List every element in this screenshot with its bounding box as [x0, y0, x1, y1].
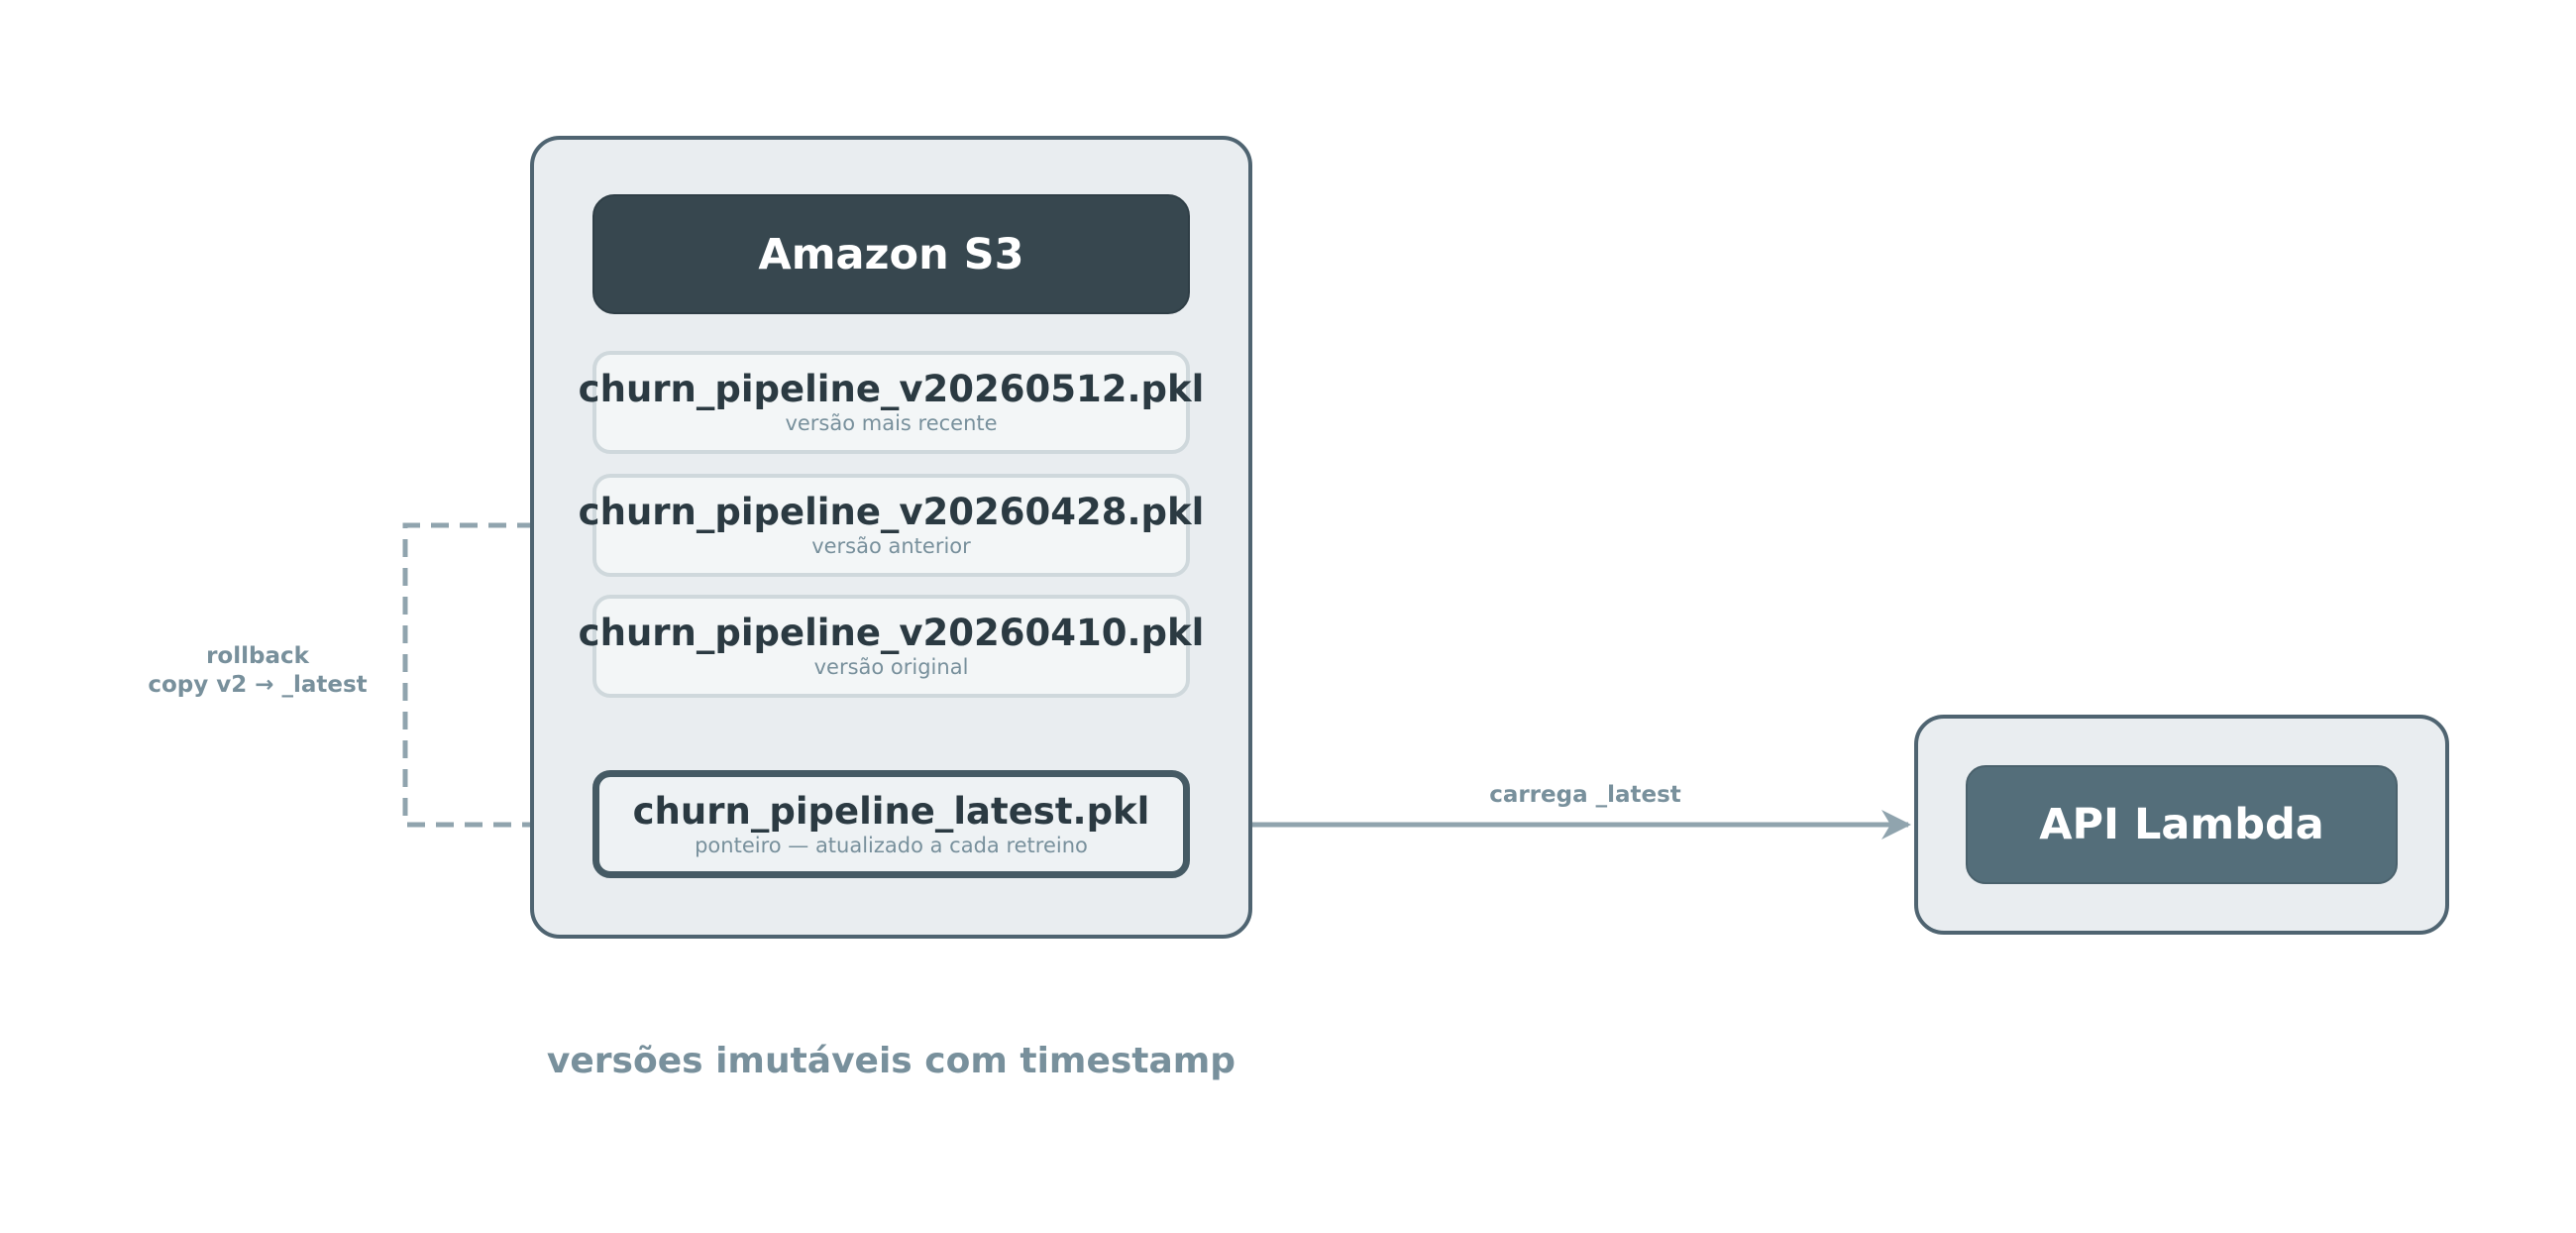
version-file-v20260512[interactable]: churn_pipeline_v20260512.pkl versão mais… — [579, 351, 1204, 454]
file-name: churn_pipeline_latest.pkl — [632, 789, 1150, 833]
file-name: churn_pipeline_v20260410.pkl — [578, 612, 1205, 654]
file-caption: ponteiro — atualizado a cada retreino — [695, 833, 1088, 857]
version-file-v20260428[interactable]: churn_pipeline_v20260428.pkl versão ante… — [579, 474, 1204, 577]
file-name: churn_pipeline_v20260428.pkl — [578, 491, 1205, 533]
rollback-label-line2: copy v2 → _latest — [148, 672, 368, 698]
s3-title: Amazon S3 — [592, 194, 1190, 314]
file-caption: versão anterior — [811, 534, 971, 558]
file-caption: versão original — [813, 655, 969, 679]
api-lambda-node[interactable]: API Lambda — [1966, 765, 2398, 884]
footnote: versões imutáveis com timestamp — [546, 1041, 1236, 1081]
load-latest-label: carrega _latest — [1489, 782, 1681, 808]
latest-pointer-file[interactable]: churn_pipeline_latest.pkl ponteiro — atu… — [592, 770, 1190, 878]
file-name: churn_pipeline_v20260512.pkl — [578, 368, 1205, 410]
rollback-label-line1: rollback — [206, 643, 309, 669]
version-file-v20260410[interactable]: churn_pipeline_v20260410.pkl versão orig… — [579, 595, 1204, 698]
file-caption: versão mais recente — [785, 411, 998, 435]
rollback-label: rollback copy v2 → _latest — [139, 642, 376, 700]
rollback-arrow[interactable] — [402, 522, 592, 840]
